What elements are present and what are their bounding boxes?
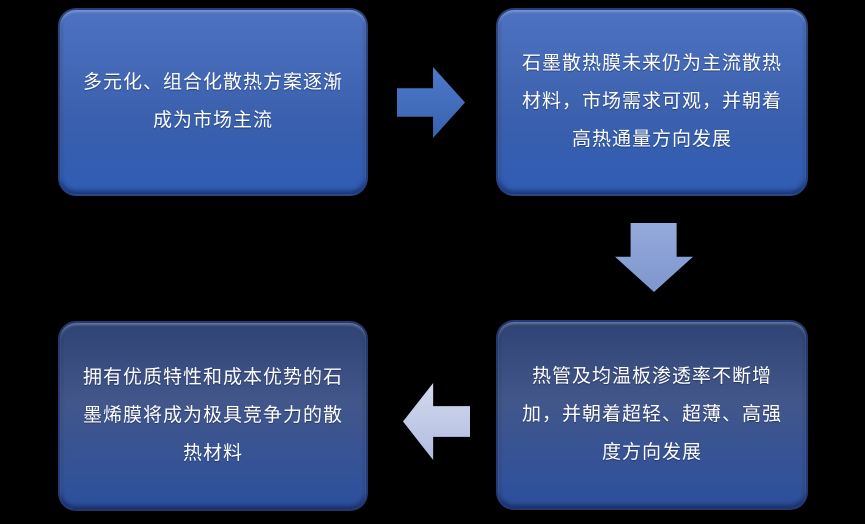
flow-box-bottom-right-text: 热管及均温板渗透率不断增加，并朝着超轻、超薄、高强度方向发展 <box>521 366 782 463</box>
arrow-left-icon <box>403 383 470 460</box>
flow-box-top-left-text: 多元化、组合化散热方案逐渐成为市场主流 <box>82 72 343 131</box>
flow-box-top-right: 石墨散热膜未来仍为主流散热材料，市场需求可观，并朝着高热通量方向发展 <box>496 8 808 196</box>
flow-box-top-left: 多元化、组合化散热方案逐渐成为市场主流 <box>58 8 368 196</box>
flow-box-bottom-right: 热管及均温板渗透率不断增加，并朝着超轻、超薄、高强度方向发展 <box>496 320 808 510</box>
flow-box-top-right-text: 石墨散热膜未来仍为主流散热材料，市场需求可观，并朝着高热通量方向发展 <box>521 53 782 150</box>
flow-box-bottom-left: 拥有优质特性和成本优势的石墨烯膜将成为极具竞争力的散热材料 <box>58 321 368 511</box>
arrow-down-icon <box>615 223 693 292</box>
flow-box-bottom-left-text: 拥有优质特性和成本优势的石墨烯膜将成为极具竞争力的散热材料 <box>82 367 343 464</box>
arrow-right-icon <box>397 67 465 138</box>
